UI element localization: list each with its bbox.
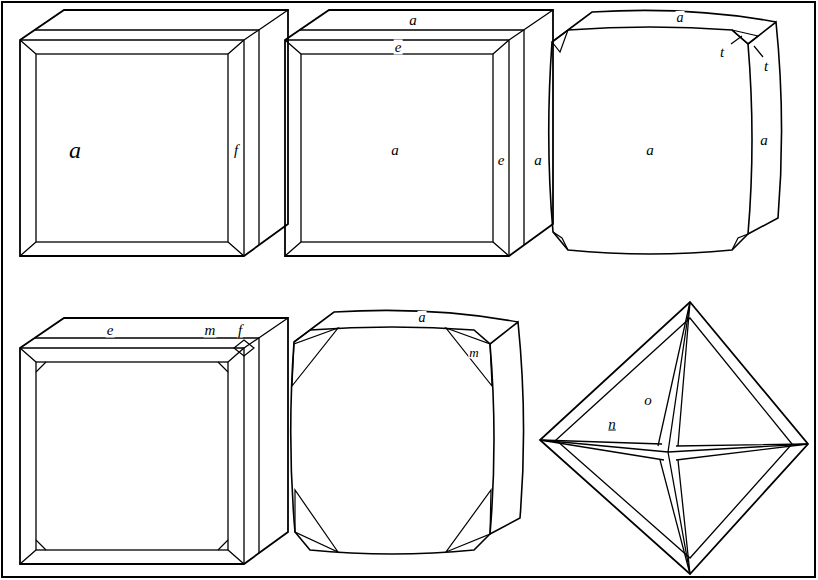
face-letter: a [676,11,685,25]
cube-crystal [20,318,288,564]
face-letter: a [418,311,427,325]
face-letter: a [759,133,769,148]
face-letter: o [643,393,653,408]
face-letter: e [394,40,403,55]
face-letter: a [68,138,82,162]
face-letter: m [468,346,479,359]
face-letter: e [497,153,506,168]
rounded-crystal [549,10,782,254]
octahedron-crystal [540,302,808,574]
face-letter: f [233,143,239,158]
face-letter: f [237,323,243,338]
face-letter: a [533,153,543,168]
rounded-crystal [291,310,524,554]
face-letter: t [763,59,769,74]
face-letter: m [204,323,217,338]
face-letter: n [607,417,617,432]
face-letter: t [719,45,725,60]
face-letter: a [645,143,655,158]
cube-crystal [20,10,288,256]
face-letter: e [106,323,115,338]
face-letter: a [390,143,400,158]
cube-crystal [285,10,553,256]
face-letter: a [408,13,418,28]
